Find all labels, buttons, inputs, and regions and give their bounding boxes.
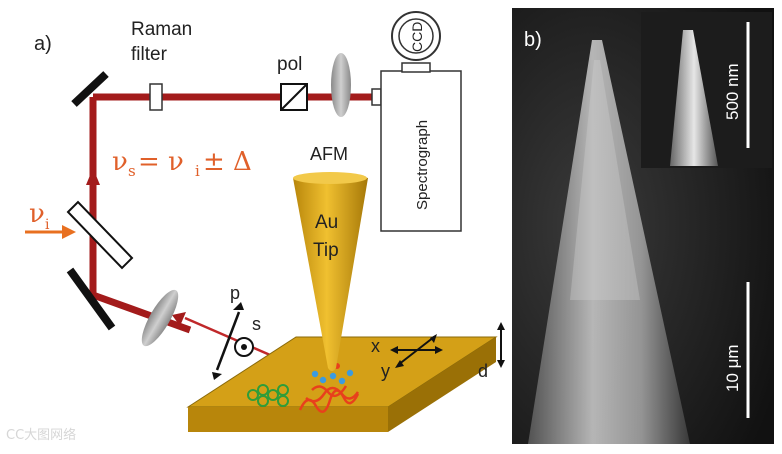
equation-nu-i: = ν <box>138 147 184 177</box>
tip-label-line2: Tip <box>313 240 339 261</box>
inset-tip <box>670 30 718 166</box>
p-polarization-arrow <box>215 311 241 371</box>
ccd-label: CCD <box>409 22 425 52</box>
main-scale-label: 10 μm <box>723 344 742 392</box>
spectrograph-slit <box>371 88 382 106</box>
raman-filter <box>149 83 163 111</box>
au-tip <box>293 174 368 371</box>
panel-a-label: a) <box>34 33 52 55</box>
input-beam <box>25 225 76 239</box>
beamsplitter <box>66 200 134 270</box>
collection-lens <box>331 53 351 117</box>
polarizer <box>280 83 308 111</box>
focusing-lens <box>141 289 179 347</box>
ccd-mount <box>401 62 431 73</box>
polarization-indicator <box>212 302 254 380</box>
beam-lower <box>91 291 192 334</box>
red-molecule <box>298 385 360 413</box>
raman-filter-label-line2: filter <box>131 44 168 65</box>
panel-b-label: b) <box>524 29 542 51</box>
tip-hotspot-dot <box>311 370 319 378</box>
polarizer-label: pol <box>277 54 302 75</box>
panel-a: a) Raman filter <box>17 8 510 444</box>
y-axis-label: y <box>381 361 390 381</box>
inset-scale-label: 500 nm <box>723 63 742 120</box>
gold-substrate <box>186 336 498 432</box>
afm-label: AFM <box>310 144 348 164</box>
p-label: p <box>230 283 240 303</box>
beam-arrowhead-up <box>86 168 100 185</box>
thickness-label: d <box>478 361 488 381</box>
bottom-mirror <box>66 267 116 331</box>
raman-filter-label-line1: Raman <box>131 19 192 40</box>
equation-nu-i-subscript: i <box>195 162 200 180</box>
s-label: s <box>252 314 261 334</box>
equation-nu-s-subscript: s <box>128 162 136 180</box>
input-beam-arrowhead <box>62 225 76 239</box>
spectrograph: Spectrograph CCD <box>371 11 462 232</box>
beam-arrowhead-return <box>172 312 186 326</box>
panel-b-sem-image: b) 500 nm 10 μm <box>512 8 774 444</box>
thickness-arrow <box>497 322 505 368</box>
green-molecule <box>247 384 289 407</box>
watermark: CC大图网络 <box>6 428 77 443</box>
equation-delta: ± Δ <box>203 147 252 177</box>
spectrograph-label: Spectrograph <box>414 120 431 210</box>
xy-scan-arrows <box>390 334 443 368</box>
sem-inset: 500 nm <box>641 12 772 168</box>
input-frequency-subscript: i <box>45 217 50 233</box>
tip-label-line1: Au <box>315 212 338 233</box>
raman-shift-equation: ν s = ν i ± Δ <box>112 147 252 180</box>
equation-nu-s: ν <box>112 147 128 177</box>
sem-main-tip <box>528 40 690 444</box>
input-frequency-label: ν <box>29 199 45 229</box>
top-mirror <box>71 71 109 107</box>
spectrograph-box <box>380 70 462 232</box>
x-axis-label: x <box>371 336 380 356</box>
ccd-inner-ring <box>398 18 434 54</box>
